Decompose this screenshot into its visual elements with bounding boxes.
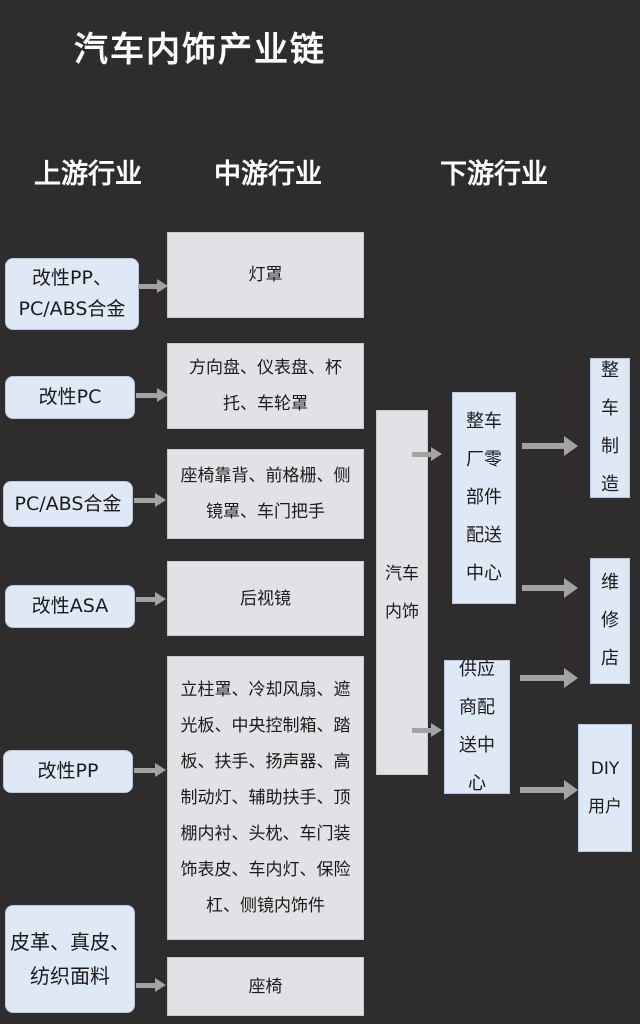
upstream-label-6: 皮革、真皮、纺织面料: [10, 930, 130, 988]
midstream-box-1: 灯罩: [167, 232, 364, 318]
endpoint-label-2: 维修店: [601, 572, 619, 669]
arrow-up-mid-6: [136, 977, 166, 993]
upstream-box-4: 改性ASA: [5, 585, 135, 628]
distribution-box-supplier: 供应商配送中心: [444, 659, 510, 794]
arrow-center-dist-2: [412, 722, 442, 738]
upstream-label-5: 改性PP: [37, 760, 99, 782]
column-header-upstream: 上游行业: [34, 159, 142, 190]
midstream-box-5: 立柱罩、冷却风扇、遮光板、中央控制箱、踏板、扶手、扬声器、高制动灯、辅助扶手、顶…: [167, 656, 364, 940]
page-title: 汽车内饰产业链: [74, 30, 326, 70]
arrow-center-dist-1: [412, 446, 442, 462]
arrow-dist-end-1: [522, 432, 578, 460]
column-header-midstream: 中游行业: [214, 159, 322, 190]
midstream-box-3: 座椅靠背、前格栅、侧镜罩、车门把手: [167, 449, 364, 539]
endpoint-box-repair-shop: 维修店: [590, 558, 630, 684]
upstream-label-4: 改性ASA: [31, 595, 109, 617]
endpoint-box-vehicle-manufacturing: 整车制造: [590, 358, 630, 498]
midstream-box-2: 方向盘、仪表盘、杯托、车轮罩: [167, 343, 364, 429]
upstream-box-5: 改性PP: [3, 750, 133, 793]
arrow-up-mid-2: [136, 387, 168, 403]
arrow-up-mid-1: [138, 278, 168, 294]
center-label: 汽车内饰: [385, 563, 419, 622]
column-header-downstream: 下游行业: [440, 159, 548, 190]
arrow-dist-end-4: [520, 776, 578, 804]
upstream-box-1: 改性PP、PC/ABS合金: [5, 258, 139, 330]
arrow-up-mid-4: [136, 591, 166, 607]
endpoint-label-3: DIY用户: [588, 759, 622, 817]
arrow-dist-end-2: [522, 574, 578, 602]
midstream-box-4: 后视镜: [167, 561, 364, 636]
distribution-box-oem: 整车厂零部件配送中心: [452, 392, 516, 604]
arrow-up-mid-5: [134, 762, 166, 778]
upstream-label-3: PC/ABS合金: [14, 492, 122, 515]
center-box-automotive-interior: 汽车内饰: [376, 410, 428, 775]
midstream-label-6: 座椅: [248, 976, 283, 997]
upstream-box-2: 改性PC: [5, 376, 135, 419]
midstream-box-6: 座椅: [167, 957, 364, 1016]
endpoint-box-diy-user: DIY用户: [578, 724, 632, 852]
midstream-label-1: 灯罩: [248, 265, 283, 285]
midstream-label-3: 座椅靠背、前格栅、侧镜罩、车门把手: [180, 466, 351, 522]
arrow-dist-end-3: [520, 664, 578, 692]
distribution-label-1: 整车厂零部件配送中心: [466, 411, 502, 584]
midstream-label-4: 后视镜: [240, 588, 291, 609]
midstream-label-2: 方向盘、仪表盘、杯托、车轮罩: [189, 358, 342, 414]
arrow-up-mid-3: [134, 492, 166, 508]
upstream-label-2: 改性PC: [38, 386, 102, 408]
upstream-box-6: 皮革、真皮、纺织面料: [5, 905, 135, 1013]
distribution-label-2: 供应商配送中心: [459, 659, 495, 794]
endpoint-label-1: 整车制造: [601, 360, 619, 495]
upstream-label-1: 改性PP、PC/ABS合金: [18, 267, 126, 320]
midstream-label-5: 立柱罩、冷却风扇、遮光板、中央控制箱、踏板、扶手、扬声器、高制动灯、辅助扶手、顶…: [180, 680, 351, 916]
upstream-box-3: PC/ABS合金: [3, 481, 133, 527]
